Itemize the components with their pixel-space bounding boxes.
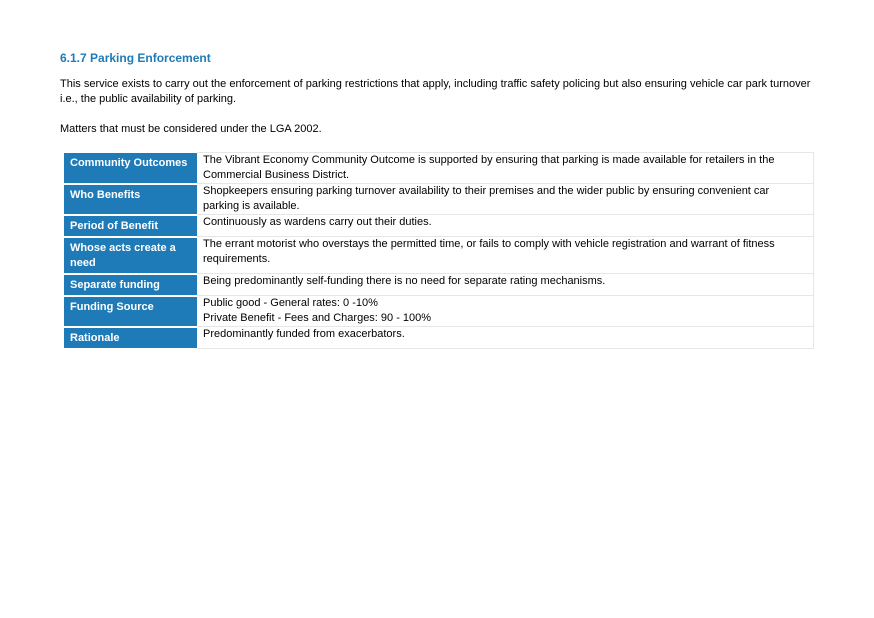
table-row: Period of Benefit Continuously as warden… (64, 214, 814, 238)
intro-paragraph: This service exists to carry out the enf… (60, 78, 811, 105)
row-value: Predominantly funded from exacerbators. (197, 326, 814, 349)
row-value: Continuously as wardens carry out their … (197, 214, 814, 237)
section-heading: 6.1.7 Parking Enforcement (60, 51, 211, 65)
table-row: Rationale Predominantly funded from exac… (64, 326, 814, 350)
funding-line-public: Public good - General rates: 0 -10% (203, 297, 378, 309)
row-label: Community Outcomes (64, 152, 197, 185)
row-value: The Vibrant Economy Community Outcome is… (197, 152, 814, 184)
row-label: Funding Source (64, 295, 197, 328)
row-value: The errant motorist who overstays the pe… (197, 236, 814, 274)
row-value: Public good - General rates: 0 -10% Priv… (197, 295, 814, 327)
row-label: Separate funding (64, 273, 197, 297)
matters-paragraph: Matters that must be considered under th… (60, 123, 322, 135)
row-label: Whose acts create a need (64, 236, 197, 275)
table-row: Who Benefits Shopkeepers ensuring parkin… (64, 183, 814, 216)
row-value: Shopkeepers ensuring parking turnover av… (197, 183, 814, 215)
table-row: Separate funding Being predominantly sel… (64, 273, 814, 297)
funding-line-private: Private Benefit - Fees and Charges: 90 -… (203, 312, 432, 324)
row-label: Who Benefits (64, 183, 197, 216)
service-info-table: Community Outcomes The Vibrant Economy C… (64, 152, 814, 350)
row-label: Rationale (64, 326, 197, 350)
table-row: Funding Source Public good - General rat… (64, 295, 814, 328)
row-value: Being predominantly self-funding there i… (197, 273, 814, 296)
row-label: Period of Benefit (64, 214, 197, 238)
table-row: Whose acts create a need The errant moto… (64, 236, 814, 275)
table-row: Community Outcomes The Vibrant Economy C… (64, 152, 814, 185)
